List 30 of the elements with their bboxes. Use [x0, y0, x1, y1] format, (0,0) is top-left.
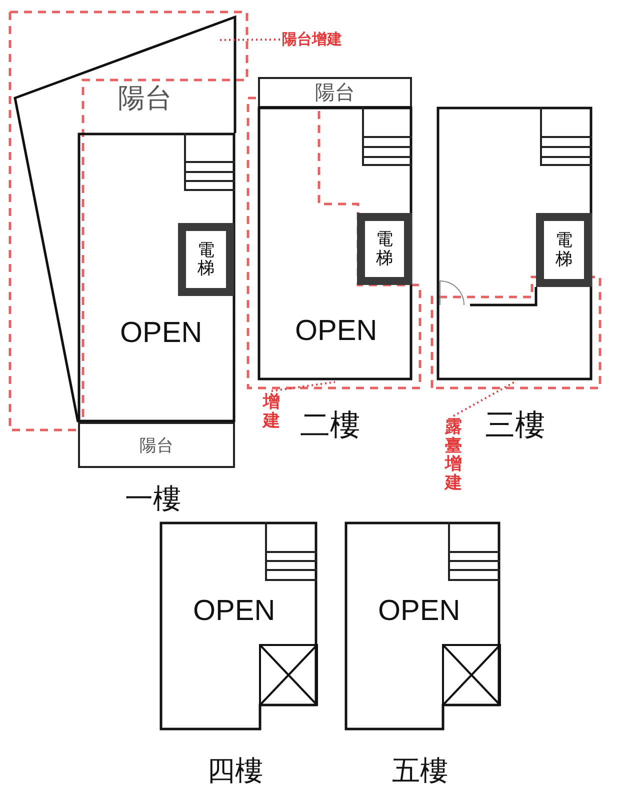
floor-plan-room: [437, 107, 592, 380]
elevator-box: [536, 213, 592, 287]
room-label: OPEN: [378, 595, 458, 628]
room-label: OPEN: [120, 317, 200, 350]
elevator-label: 電梯: [556, 231, 572, 269]
annotation-text: 增建: [263, 393, 280, 430]
elevator-box: [357, 213, 412, 285]
floor-label: 五樓: [392, 753, 448, 789]
elevator-box: [178, 223, 234, 296]
balcony-box: [78, 422, 235, 468]
floor-plan-room: [160, 522, 317, 730]
floor-label: 二樓: [300, 407, 360, 445]
elevator-label: 電梯: [376, 230, 393, 268]
room-label: OPEN: [295, 315, 375, 348]
floor-label: 四樓: [207, 753, 263, 789]
room-label: 陽台: [118, 82, 172, 116]
floor-label: 三樓: [485, 407, 545, 445]
annotation-text: 陽台增建: [282, 30, 342, 49]
annotation-text: 露臺增建: [445, 418, 462, 493]
leader-line: [218, 38, 280, 41]
floor-plan-room: [258, 107, 412, 380]
room-label: 陽台: [140, 434, 174, 456]
elevator-label: 電梯: [198, 240, 214, 278]
leader-line: [453, 381, 515, 417]
floor-plan-room: [78, 133, 235, 422]
room-label: OPEN: [193, 595, 273, 628]
balcony-box: [258, 77, 412, 108]
floor-label: 一樓: [125, 481, 181, 517]
room-label: 陽台: [315, 79, 355, 106]
floor-plan-room: [345, 522, 500, 730]
